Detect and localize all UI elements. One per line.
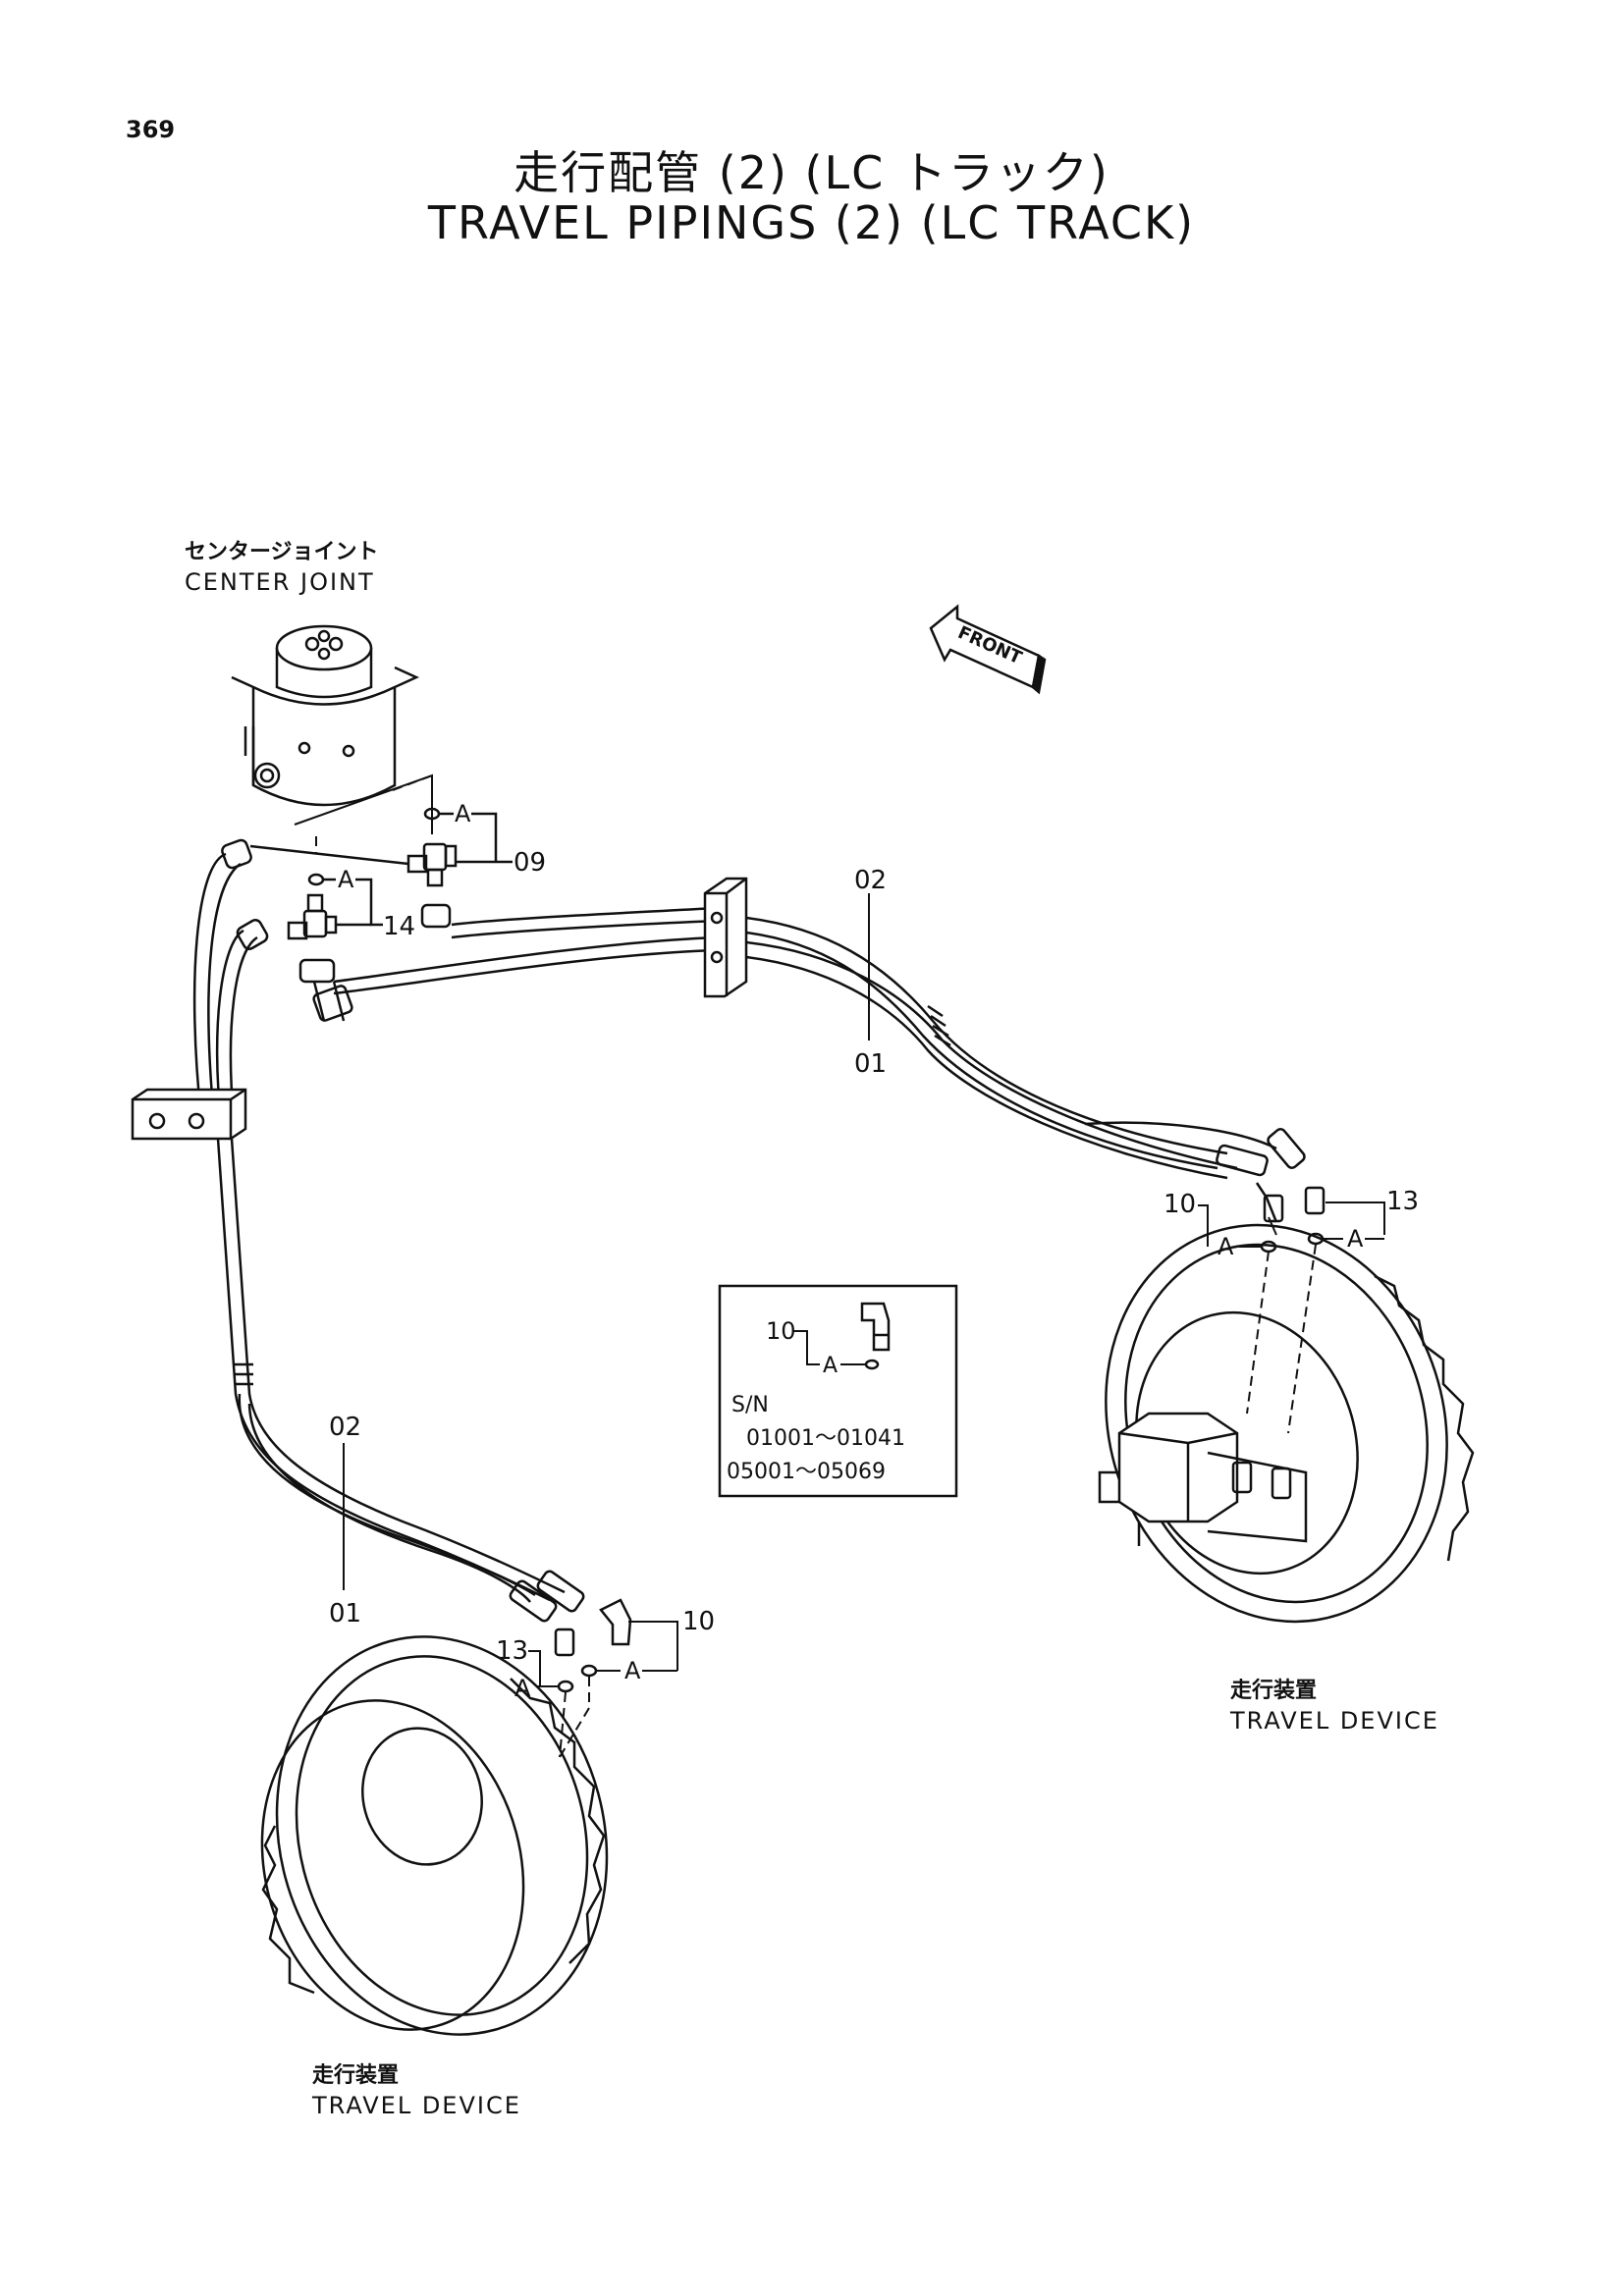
callout-02-upper: 02 (854, 866, 887, 895)
callout-14: 14 (383, 912, 415, 941)
callout-01-upper: 01 (854, 1049, 887, 1079)
callout-a-right-13: A (1347, 1225, 1364, 1253)
callout-13-right: 13 (1386, 1187, 1419, 1216)
travel-device-right-label: 走行装置 TRAVEL DEVICE (1230, 1677, 1439, 1735)
inset-callout-a: A (823, 1354, 838, 1378)
inset-sn-label: S/N (731, 1393, 769, 1417)
callout-a-left-10: A (624, 1657, 641, 1684)
svg-text:A: A (455, 800, 471, 828)
elbow-fitting-10-left-icon (599, 1598, 632, 1646)
travel-device-left-label-jp: 走行装置 (312, 2063, 400, 2088)
callout-a-09: A (423, 800, 513, 864)
travel-device-right-label-en: TRAVEL DEVICE (1230, 1707, 1439, 1735)
inset-elbow-fitting-icon (860, 1302, 891, 1352)
inset-callout-10: 10 (766, 1317, 796, 1345)
serial-number-inset: 10 A S/N 01001～01041 05001～05069 (718, 1284, 958, 1498)
center-joint-icon (231, 624, 420, 807)
hose-upper-right (298, 903, 1306, 1180)
travel-device-right-label-jp: 走行装置 (1230, 1679, 1318, 1703)
callout-01-lower: 01 (329, 1599, 361, 1629)
center-joint-label-jp: センタージョイント (185, 540, 379, 564)
callout-10-right: 10 (1163, 1190, 1196, 1219)
pipe-clamp-left-icon (131, 1088, 247, 1141)
page-title-english: TRAVEL PIPINGS (2) (LC TRACK) (427, 196, 1196, 249)
elbow-fitting-13-right-icon (1304, 1186, 1325, 1215)
inset-sn-range-2: 05001～05069 (727, 1460, 886, 1484)
svg-text:A: A (338, 866, 354, 893)
travel-device-left-label: 走行装置 TRAVEL DEVICE (312, 2061, 521, 2120)
callout-02-lower: 02 (329, 1413, 361, 1442)
center-joint-label: センタージョイント CENTER JOINT (185, 538, 379, 597)
leader-lines (315, 774, 433, 854)
elbow-fitting-10-right-icon (1255, 1182, 1284, 1223)
travel-device-left-icon (260, 1635, 609, 2036)
leader-lines-left (559, 1677, 590, 1758)
inset-sn-range-1: 01001～01041 (746, 1426, 905, 1451)
center-joint-label-en: CENTER JOINT (185, 568, 375, 596)
hose-left-vertical (192, 838, 269, 1120)
callout-a-14: A (307, 866, 383, 927)
travel-device-left-label-en: TRAVEL DEVICE (312, 2092, 521, 2119)
front-arrow-icon: FRONT (929, 604, 1047, 695)
pipe-clamp-middle-icon (703, 877, 748, 998)
tee-fitting-14-icon (287, 893, 371, 940)
travel-device-right-icon (1098, 1223, 1475, 1624)
page-title-japanese: 走行配管 (2) (LC トラック) (514, 146, 1109, 199)
tee-fitting-09-icon (249, 842, 458, 887)
hose-left-lower (216, 1138, 585, 1623)
page-number: 369 (126, 116, 176, 143)
callout-09: 09 (514, 848, 546, 878)
callout-10-left: 10 (682, 1607, 715, 1636)
callout-a-right-10: A (1217, 1233, 1234, 1260)
elbow-fitting-13-left-icon (554, 1628, 575, 1657)
callout-13-left: 13 (496, 1636, 528, 1666)
leader-lines-right (1246, 1244, 1317, 1434)
